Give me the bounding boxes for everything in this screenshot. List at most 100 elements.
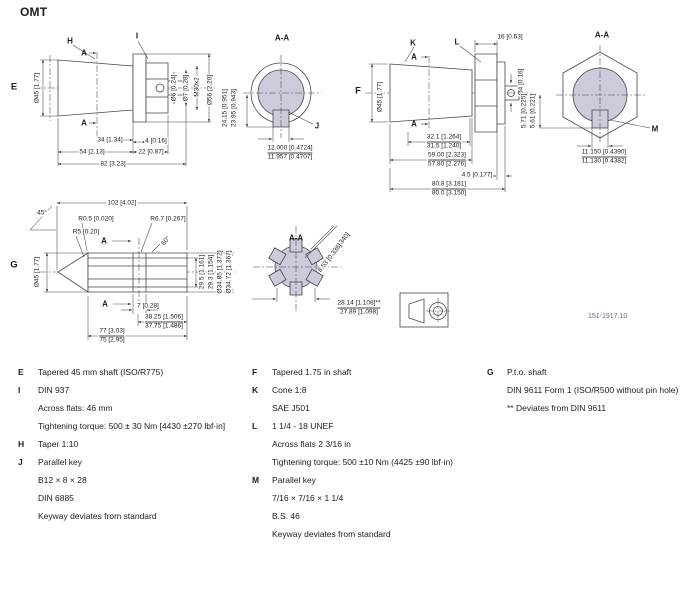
dim-dia56: Ø56 [2.20] (206, 73, 214, 107)
note-key: E (18, 367, 24, 377)
label-f: F (355, 85, 361, 97)
label-l: L (454, 37, 460, 47)
note-text: Taper 1:10 (38, 439, 79, 449)
note-text: Across flats 2 3/16 in (272, 439, 351, 449)
note-text: 1 1/4 - 18 UNEF (272, 421, 334, 431)
note-line: 7/16 × 7/16 × 1 1/4 (252, 492, 484, 504)
note-text: ** Deviates from DIN 9611 (507, 403, 607, 413)
note-line: Tightening torque: 500 ± 30 Nm [4430 ±27… (18, 420, 246, 432)
note-key: F (252, 367, 258, 377)
note-line: M Parallel key (252, 474, 484, 486)
note-text: Cone 1:8 (272, 385, 307, 395)
section-mark-a: A (81, 118, 87, 128)
dim-7: 7 [0.28] (136, 302, 160, 310)
dim-54: 54 [2.13] (78, 148, 106, 156)
note-key: L (252, 421, 258, 431)
drawing-tapered-45mm-shaft (35, 40, 215, 166)
dim-34: 34 [1.34] (96, 136, 124, 144)
note-text: B.S. 46 (272, 511, 300, 521)
note-line: SAE J501 (252, 402, 484, 414)
note-line: L 1 1/4 - 18 UNEF (252, 420, 484, 432)
note-line: Across flats 2 3/16 in (252, 438, 484, 450)
dim-82: 82 [3.23] (99, 160, 127, 168)
note-text: Keyway deviates from standard (38, 511, 157, 521)
section-title-aa: A-A (288, 233, 304, 243)
dim-dia45: Ø45 [1.77] (33, 71, 41, 105)
section-title-aa: A-A (594, 30, 610, 40)
note-line: Keyway deviates from standard (18, 510, 246, 522)
drawing-pto-shaft (29, 201, 236, 340)
section-mark-a: A (411, 52, 417, 62)
note-key: M (252, 475, 260, 485)
note-line: B12 × 8 × 28 (18, 474, 246, 486)
dim-washer-4-5: 4.5 [0.177] (460, 171, 494, 179)
note-text: Parallel key (38, 457, 82, 467)
dim-dia6: Ø6 [0.24] (170, 73, 178, 103)
label-h: H (67, 36, 73, 46)
dim-overall-length-limits: 80.8 [3.181] 80.0 [3.150] (430, 180, 468, 198)
note-key: G (487, 367, 494, 377)
note-text: DIN 9611 Form 1 (ISO/R500 without pin ho… (507, 385, 679, 395)
note-line: B.S. 46 (252, 510, 484, 522)
note-line: F Tapered 1.75 in shaft (252, 366, 484, 378)
dim-thread-m30: M30x2 (193, 76, 201, 98)
dim-spline-height-max: 29.5 [1.161] (198, 253, 206, 291)
section-title-aa: A-A (274, 33, 290, 43)
dim-dia7: Ø7 [0.28] (182, 73, 190, 103)
dim-key-depth-max: 5.71 [0.225] (520, 92, 528, 130)
note-key: I (18, 385, 21, 395)
label-i: I (135, 31, 139, 41)
note-line: H Taper 1:10 (18, 438, 246, 450)
figure-number: 151-1917.10 (588, 313, 628, 320)
dim-across-flats-limits: 28.14 [1.108]** 27.89 [1.098] (336, 299, 382, 317)
section-mark-a: A (411, 119, 417, 129)
label-m: M (651, 124, 659, 134)
page-title: OMT (20, 5, 48, 19)
dim-22: 22 [0.87] (137, 148, 165, 156)
note-key: H (18, 439, 25, 449)
drawing-tapered-175in-shaft (365, 40, 532, 192)
note-text: Tightening torque: 500 ± 30 Nm [4430 ±27… (38, 421, 226, 431)
note-text: Tightening torque: 500 ±10 Nm (4425 ±90 … (272, 457, 454, 467)
dim-dia45: Ø45 [1.77] (33, 255, 41, 289)
note-line: G P.t.o. shaft (487, 366, 687, 378)
dim-r5: R5 [0.20] (71, 228, 101, 236)
dim-dia45: Ø45 [1.77] (376, 80, 384, 114)
dim-taper-length-limits: 59.00 [2.323] 57.80 [2.276] (427, 151, 467, 169)
section-mark-a: A (102, 299, 108, 309)
section-mark-a: A (81, 48, 87, 58)
section-aa-metric-key (243, 55, 322, 142)
note-text: Tapered 45 mm shaft (ISO/R775) (38, 367, 164, 377)
note-text: 7/16 × 7/16 × 1 1/4 (272, 493, 344, 503)
dim-key-depth-max: 24.15 [0.951] (221, 88, 229, 128)
dim-key-width-limits: 11.150 [0.4390] 11.130 [0.4382] (580, 148, 628, 166)
note-text: P.t.o. shaft (507, 367, 547, 377)
section-aa-hex-key (538, 45, 651, 150)
note-text: SAE J501 (272, 403, 310, 413)
dim-spline-dia-min: Ø34.72 [1.367] (225, 249, 233, 295)
note-text: Tapered 1.75 in shaft (272, 367, 352, 377)
dim-gauge-limits: 32.1 [1.264] 31.5 [1.240] (425, 133, 463, 151)
dim-spline-dia-max: Ø34.85 [1.372] (216, 249, 224, 295)
dim-spline-height-min: 29.3 [1.154] (207, 253, 215, 291)
note-line: ** Deviates from DIN 9611 (487, 402, 687, 414)
dim-r0-5: R0.5 [0.020] (77, 215, 115, 223)
dim-key-depth-min: 23.95 [0.943] (230, 88, 238, 128)
note-text: Parallel key (272, 475, 316, 485)
dim-16: 16 [0.63] (496, 33, 524, 41)
note-line: Across flats: 46 mm (18, 402, 246, 414)
note-text: Across flats: 46 mm (38, 403, 113, 413)
dim-spline-length-limits: 77 [3.03] 75 [2.95] (98, 327, 126, 345)
label-e: E (10, 81, 18, 93)
dim-r6-7: R6.7 [0.267] (149, 215, 187, 223)
dim-angle-45: 45° (36, 209, 48, 217)
note-line: DIN 9611 Form 1 (ISO/R500 without pin ho… (487, 384, 687, 396)
note-text: DIN 6885 (38, 493, 74, 503)
label-k: K (410, 38, 416, 48)
dim-key-depth-min: 5.61 [0.221] (529, 92, 537, 130)
